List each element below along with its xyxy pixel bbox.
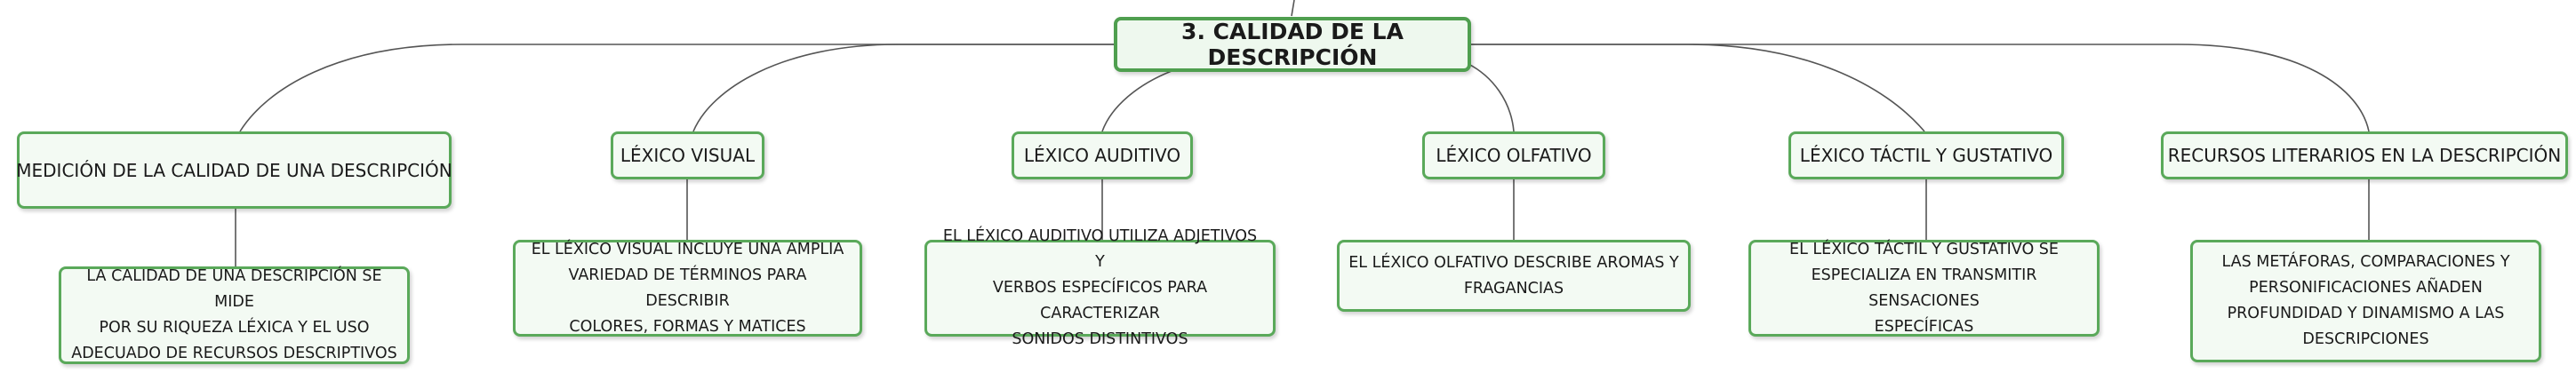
child-node-lexico-olfativo[interactable]: LÉXICO OLFATIVO xyxy=(1422,131,1605,179)
root-node[interactable]: 3. CALIDAD DE LA DESCRIPCIÓN xyxy=(1114,17,1471,72)
detail-node-lexico-visual[interactable]: EL LÉXICO VISUAL INCLUYE UNA AMPLIA VARI… xyxy=(513,240,862,337)
child-node-lexico-auditivo[interactable]: LÉXICO AUDITIVO xyxy=(1012,131,1193,179)
child-label: LÉXICO AUDITIVO xyxy=(1023,145,1181,166)
detail-text: EL LÉXICO VISUAL INCLUYE UNA AMPLIA VARI… xyxy=(531,240,844,336)
detail-node-recursos-literarios[interactable]: LAS METÁFORAS, COMPARACIONES Y PERSONIFI… xyxy=(2190,240,2541,362)
detail-text: LA CALIDAD DE UNA DESCRIPCIÓN SE MIDE PO… xyxy=(71,267,397,362)
connector-root-child-1 xyxy=(239,44,1116,132)
child-label: LÉXICO VISUAL xyxy=(620,145,756,166)
detail-node-lexico-olfativo[interactable]: EL LÉXICO OLFATIVO DESCRIBE AROMAS Y FRA… xyxy=(1337,240,1691,312)
detail-text: EL LÉXICO TÁCTIL Y GUSTATIVO SE ESPECIAL… xyxy=(1789,240,2059,336)
connector-root-child-3 xyxy=(1101,70,1172,132)
child-label: LÉXICO TÁCTIL Y GUSTATIVO xyxy=(1799,145,2053,166)
connector-root-parent xyxy=(1291,0,1295,17)
child-label: MEDICIÓN DE LA CALIDAD DE UNA DESCRIPCIÓ… xyxy=(16,159,452,181)
detail-text: EL LÉXICO AUDITIVO UTILIZA ADJETIVOS Y V… xyxy=(942,227,1258,348)
child-node-lexico-tactil[interactable]: LÉXICO TÁCTIL Y GUSTATIVO xyxy=(1788,131,2064,179)
root-label: 3. CALIDAD DE LA DESCRIPCIÓN xyxy=(1181,19,1404,70)
detail-text: LAS METÁFORAS, COMPARACIONES Y PERSONIFI… xyxy=(2221,253,2510,348)
detail-node-lexico-auditivo[interactable]: EL LÉXICO AUDITIVO UTILIZA ADJETIVOS Y V… xyxy=(924,227,1276,348)
child-node-lexico-visual[interactable]: LÉXICO VISUAL xyxy=(611,131,764,179)
child-node-medicion[interactable]: MEDICIÓN DE LA CALIDAD DE UNA DESCRIPCIÓ… xyxy=(16,131,452,209)
detail-node-medicion[interactable]: LA CALIDAD DE UNA DESCRIPCIÓN SE MIDE PO… xyxy=(59,266,410,364)
child-label: LÉXICO OLFATIVO xyxy=(1436,145,1592,166)
connector-root-child-5 xyxy=(1469,44,1925,132)
child-label: RECURSOS LITERARIOS EN LA DESCRIPCIÓN xyxy=(2167,145,2562,166)
connector-root-child-2 xyxy=(692,44,1116,132)
detail-text: EL LÉXICO OLFATIVO DESCRIBE AROMAS Y FRA… xyxy=(1348,253,1679,298)
connector-root-child-4 xyxy=(1464,61,1515,132)
child-node-recursos-literarios[interactable]: RECURSOS LITERARIOS EN LA DESCRIPCIÓN xyxy=(2161,131,2568,179)
detail-node-lexico-tactil[interactable]: EL LÉXICO TÁCTIL Y GUSTATIVO SE ESPECIAL… xyxy=(1748,240,2100,337)
connector-root-child-6 xyxy=(1469,44,2370,132)
